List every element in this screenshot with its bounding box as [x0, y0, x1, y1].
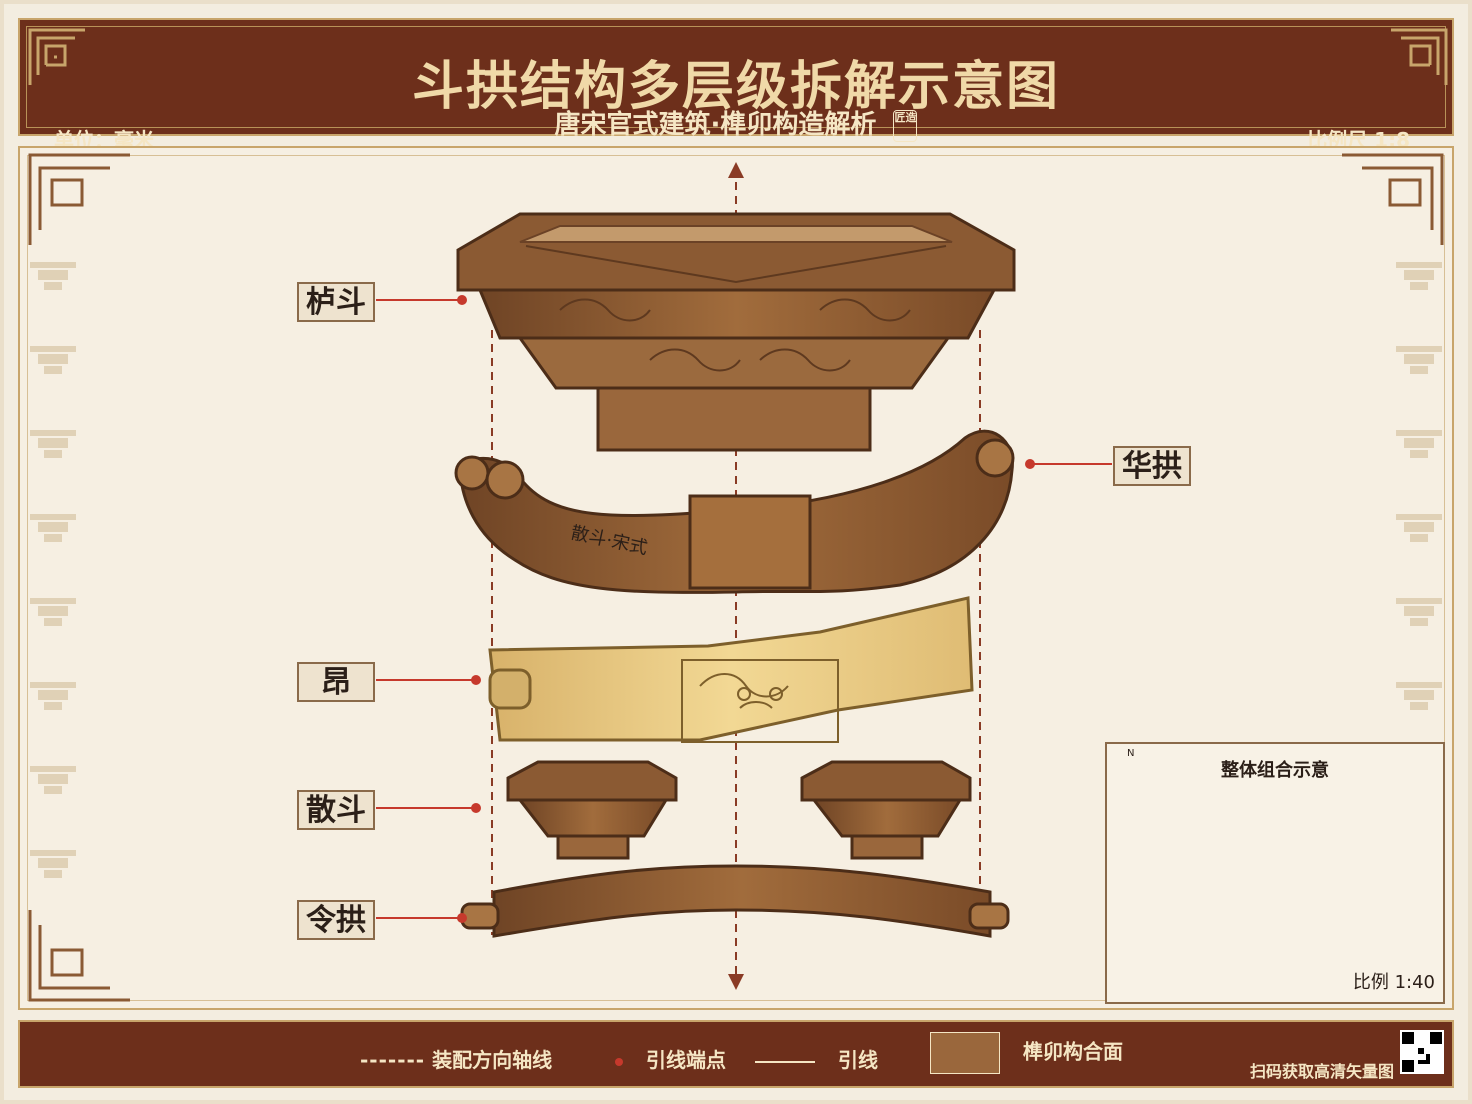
label-sandou: 散斗 — [297, 790, 375, 830]
ang-component — [488, 596, 974, 743]
joint-icon — [930, 1032, 1000, 1074]
inset-title: 整体组合示意 — [1221, 760, 1329, 781]
right-bracket-icon — [1396, 682, 1442, 710]
legend-line: 引线 — [755, 1044, 878, 1073]
right-bracket-icon — [1396, 346, 1442, 374]
sandou-left — [506, 760, 678, 860]
compass-label: N — [1127, 748, 1135, 759]
line-icon — [755, 1060, 815, 1063]
legend-joint: 榫卯构合面 — [930, 1032, 1123, 1074]
legend-footer: ------- 装配方向轴线 引线端点 引线 榫卯构合面 扫码获取高清矢量图 — [18, 1020, 1454, 1088]
right-bracket-icon — [1396, 598, 1442, 626]
label-ludou: 栌斗 — [297, 282, 375, 322]
leader-lines — [376, 299, 1112, 919]
left-bracket-icon — [30, 598, 76, 626]
panel-corner-ornaments — [28, 153, 1444, 1002]
legend-line-label: 引线 — [837, 1048, 878, 1072]
qr-note: 扫码获取高清矢量图 — [1249, 1062, 1394, 1081]
ludou-component — [456, 212, 1016, 452]
arrow-up-icon — [728, 162, 744, 178]
header-banner: 斗拱结构多层级拆解示意图 唐宋官式建筑·榫卯构造解析 匠造 单位：毫米 比例尺 … — [18, 18, 1454, 152]
left-bracket-icon — [30, 682, 76, 710]
legend-joint-label: 榫卯构合面 — [1022, 1039, 1123, 1064]
side-bracket-icons — [30, 262, 1442, 878]
sandou-right — [800, 760, 972, 860]
header-corner-ornaments — [28, 28, 1448, 85]
left-bracket-icon — [30, 346, 76, 374]
left-bracket-icon — [30, 850, 76, 878]
subtitle-text: 唐宋官式建筑·榫卯构造解析 — [554, 110, 877, 140]
right-bracket-icon — [1396, 262, 1442, 290]
legend-axis: ------- 装配方向轴线 — [360, 1048, 553, 1072]
left-bracket-icon — [30, 514, 76, 542]
huagong-component: 散斗·宋式 — [454, 429, 1015, 594]
qr-code-icon — [1400, 1030, 1444, 1074]
label-huagong: 华拱 — [1113, 446, 1191, 486]
legend-dot: 引线端点 — [615, 1044, 726, 1073]
inset-panel: 整体组合示意 N 比例 1:40 — [1105, 742, 1445, 1004]
left-bracket-icon — [30, 430, 76, 458]
inset-scale: 比例 1:40 — [1352, 972, 1435, 993]
leader-dots — [457, 295, 1035, 923]
page-subtitle: 唐宋官式建筑·榫卯构造解析 匠造 — [20, 104, 1452, 142]
right-bracket-icon — [1396, 514, 1442, 542]
label-linggong: 令拱 — [297, 900, 375, 940]
right-bracket-icon — [1396, 430, 1442, 458]
legend-axis-label: 装配方向轴线 — [432, 1048, 553, 1072]
dot-icon — [615, 1057, 623, 1066]
legend-dot-label: 引线端点 — [645, 1048, 726, 1072]
seal-stamp: 匠造 — [893, 109, 918, 142]
left-bracket-icon — [30, 766, 76, 794]
page-title: 斗拱结构多层级拆解示意图 — [411, 56, 1060, 117]
left-bracket-icon — [30, 262, 76, 290]
label-ang: 昂 — [297, 662, 375, 702]
panel-inner-border — [27, 155, 1445, 1001]
arrow-down-icon — [728, 974, 744, 990]
